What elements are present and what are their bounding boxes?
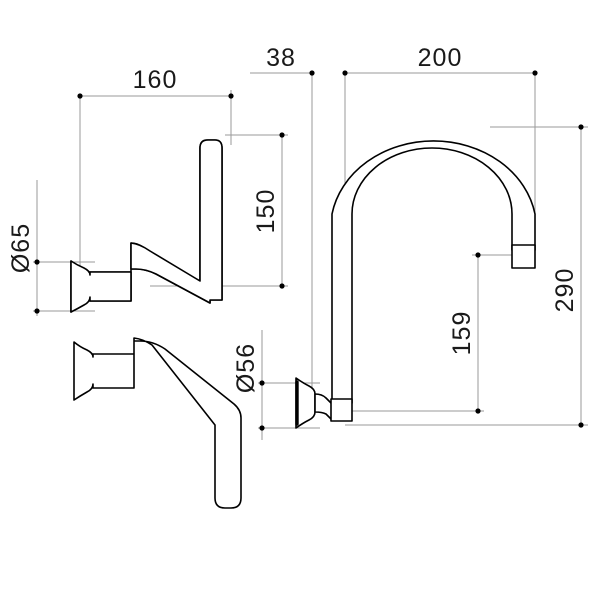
dot-150-top xyxy=(279,132,285,138)
dot-290-bottom xyxy=(578,422,584,428)
spout-riser-base xyxy=(330,398,353,422)
dimension-label-150: 150 xyxy=(252,189,280,234)
dimension-label-160: 160 xyxy=(133,66,178,94)
part-tap-lower xyxy=(73,337,242,509)
dimension-label-290: 290 xyxy=(551,268,579,313)
dot-200-right xyxy=(532,70,538,76)
dimension-label-65: Ø65 xyxy=(7,223,35,273)
dimension-dots-group xyxy=(34,70,584,431)
dimension-label-38: 38 xyxy=(266,44,296,72)
dot-290-top xyxy=(578,124,584,130)
dot-56-bottom xyxy=(259,425,265,431)
dimension-label-200: 200 xyxy=(418,44,463,72)
part-spout xyxy=(295,140,536,429)
dot-160-right xyxy=(228,93,234,99)
dot-159-top xyxy=(475,252,481,258)
dot-65-top xyxy=(34,259,40,265)
dot-65-bottom xyxy=(34,308,40,314)
dimension-label-56: Ø56 xyxy=(232,343,260,393)
dot-150-bottom xyxy=(279,283,285,289)
dot-159-bottom xyxy=(475,408,481,414)
dot-200-left xyxy=(342,70,348,76)
dot-160-left xyxy=(77,93,83,99)
tap-lower-outline xyxy=(73,337,242,509)
tap-upper-outline xyxy=(70,139,223,313)
part-tap-upper-profile xyxy=(70,139,223,313)
dot-38-right xyxy=(309,70,315,76)
spout-outlet xyxy=(511,244,536,269)
dot-56-top xyxy=(259,380,265,386)
dimension-label-159: 159 xyxy=(448,311,476,356)
